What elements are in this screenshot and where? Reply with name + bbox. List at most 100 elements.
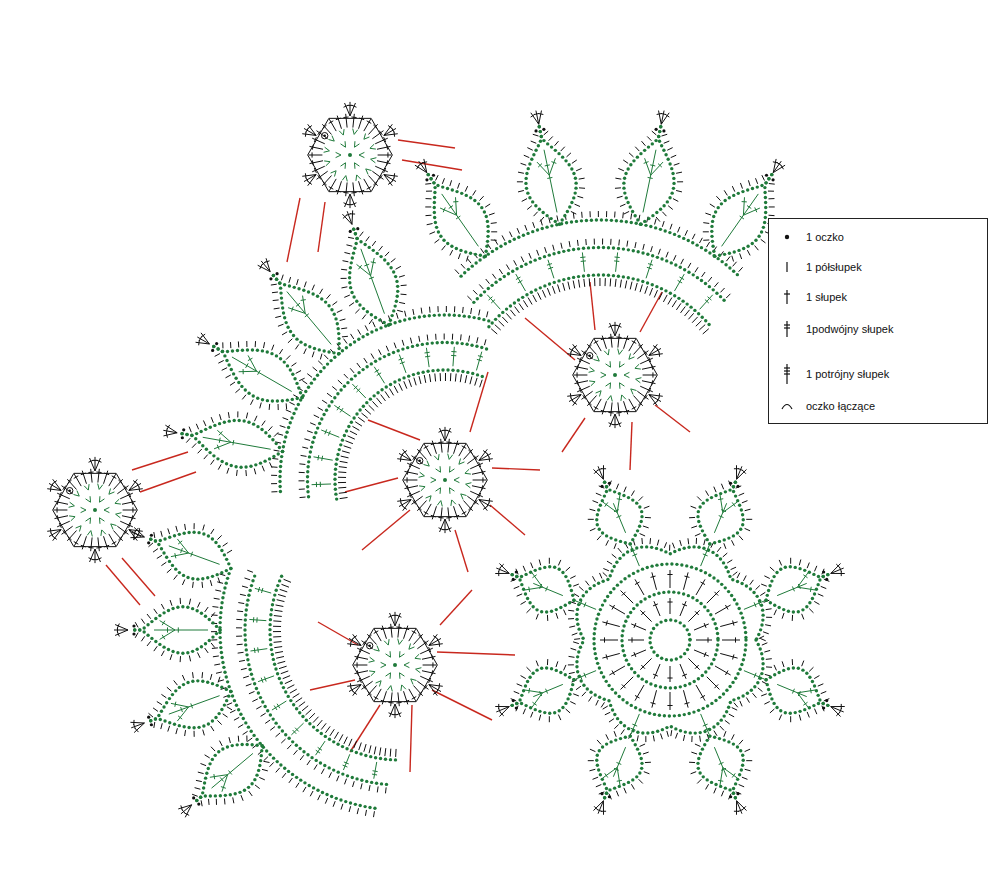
stitch-mark [234, 717, 239, 720]
stitch-mark [437, 306, 438, 312]
stitch-mark [570, 167, 573, 170]
stitch-mark [357, 808, 358, 814]
stitch-mark [249, 464, 252, 467]
stitch-mark [272, 274, 275, 277]
stitch-mark [630, 221, 633, 224]
stitch-mark [376, 252, 379, 255]
stitch-mark [412, 373, 415, 376]
stitch-mark [630, 213, 632, 219]
stitch-mark [264, 761, 270, 762]
stitch-mark [225, 675, 228, 678]
stitch-mark [299, 702, 305, 707]
stitch-mark [344, 295, 350, 297]
stitch-mark [168, 721, 171, 724]
stitch-mark [622, 186, 625, 189]
stitch-mark [396, 285, 399, 288]
stitch-mark [243, 633, 246, 636]
stitch-mark [301, 455, 307, 456]
stitch-mark [349, 230, 352, 233]
stitch-mark [569, 241, 570, 247]
stitch-mark [617, 196, 623, 198]
stitch-mark [479, 254, 482, 257]
stitch-mark [217, 545, 220, 548]
stitch-mark [681, 299, 684, 302]
stitch-mark [216, 347, 219, 350]
stitch-mark [296, 397, 299, 400]
stitch-mark [343, 261, 349, 262]
stitch-mark [224, 798, 226, 804]
stitch-mark [257, 769, 260, 772]
stitch-mark [318, 622, 358, 645]
stitch-mark [352, 251, 355, 254]
stitch-mark [282, 445, 285, 448]
stitch-mark [549, 136, 553, 140]
stitch-mark [577, 196, 583, 198]
stitch-mark [528, 162, 531, 165]
stitch-mark [764, 181, 767, 184]
stitch-mark [673, 255, 676, 260]
stitch-mark [527, 206, 532, 210]
stitch-mark [379, 757, 382, 760]
stitch-mark [622, 275, 625, 278]
stitch-mark [612, 246, 615, 249]
stitch-mark [327, 304, 330, 307]
stitch-mark [728, 252, 731, 255]
stitch-mark [306, 465, 309, 468]
stitch-mark [450, 180, 452, 186]
stitch-mark [550, 145, 553, 148]
stitch-mark [350, 705, 380, 752]
stitch-mark [246, 736, 247, 742]
stitch-mark [704, 319, 707, 322]
stitch-mark [597, 246, 600, 249]
stitch-mark [518, 190, 524, 191]
stitch-mark [471, 372, 474, 375]
stitch-mark [201, 680, 204, 683]
stitch-mark [232, 372, 235, 375]
stitch-mark [233, 792, 236, 795]
stitch-mark [387, 323, 390, 326]
stitch-mark [557, 152, 560, 155]
stitch-mark [225, 688, 228, 691]
stitch-mark [158, 614, 161, 617]
stitch-mark [286, 398, 289, 401]
stitch-mark [168, 536, 171, 539]
stitch-mark [636, 155, 639, 158]
stitch-mark [283, 283, 286, 286]
stitch-mark [553, 245, 555, 251]
stitch-mark [486, 220, 489, 223]
stitch-mark [581, 260, 586, 262]
stitch-mark [281, 275, 283, 281]
stitch-mark [177, 707, 188, 721]
stitch-mark [318, 202, 325, 252]
stitch-mark [460, 334, 462, 340]
stitch-mark [230, 342, 231, 348]
stitch-mark [280, 681, 283, 684]
stitch-mark [476, 352, 481, 371]
stitch-mark [350, 377, 353, 380]
stitch-mark [323, 764, 326, 767]
stitch-mark [342, 336, 348, 338]
stitch-mark [220, 460, 223, 463]
stitch-mark [295, 382, 298, 385]
stitch-mark [704, 282, 707, 285]
stitch-mark [354, 741, 357, 748]
stitch-mark [697, 312, 700, 315]
stitch-mark [685, 302, 688, 305]
stitch-mark [275, 442, 278, 445]
stitch-mark [577, 275, 580, 278]
stitch-mark [207, 534, 210, 537]
stitch-mark [380, 747, 381, 755]
stitch-mark [242, 586, 248, 588]
stitch-mark [630, 422, 632, 470]
stitch-mark [724, 190, 727, 195]
stitch-mark [524, 177, 527, 180]
stitch-mark [341, 278, 347, 279]
stitch-mark [236, 627, 242, 628]
stitch-mark [320, 289, 323, 294]
stitch-mark [254, 416, 257, 421]
stitch-mark [307, 290, 310, 293]
stitch-mark [622, 247, 625, 250]
stitch-mark [515, 307, 520, 313]
stitch-mark [485, 215, 488, 218]
stitch-mark [191, 577, 194, 580]
